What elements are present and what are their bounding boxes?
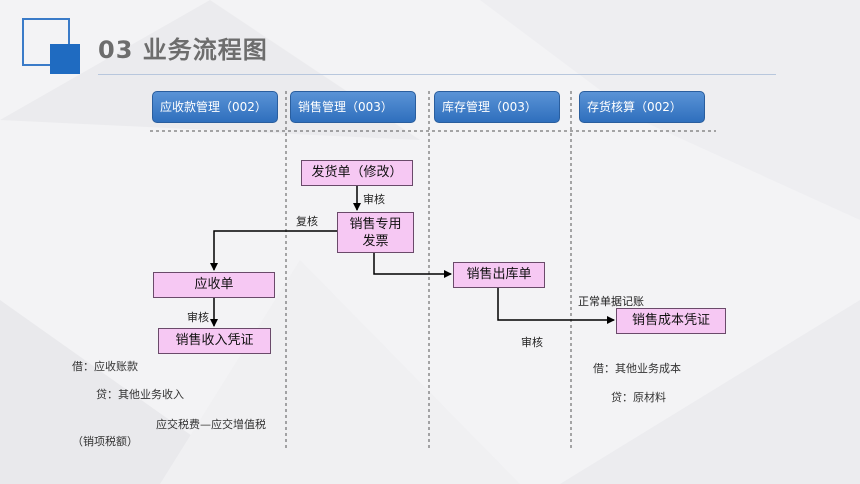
node-chuku: 销售出库单	[453, 262, 545, 288]
edge-label-jizhang: 正常单据记账	[578, 295, 644, 308]
node-yingshoudan: 应收单	[153, 272, 275, 298]
edge-fapiao-to-yingshoudan	[210, 230, 337, 271]
lane-header-inventory: 库存管理（003）	[434, 91, 560, 123]
title-divider	[98, 74, 776, 75]
edge-chuku-to-chengben	[497, 288, 615, 324]
node-shouru-pingzheng: 销售收入凭证	[158, 328, 271, 354]
edge-label-shenhe-2: 审核	[187, 311, 209, 324]
edge-label-shenhe-3: 审核	[521, 336, 543, 349]
node-xiaoshou-fapiao: 销售专用 发票	[337, 212, 414, 253]
note-tax-sub: （销项税额）	[72, 435, 138, 448]
edge-label-shenhe-1: 审核	[363, 193, 385, 206]
node-chengben-pingzheng: 销售成本凭证	[616, 308, 726, 334]
corner-square-outline	[22, 18, 70, 66]
corner-square-fill	[50, 44, 80, 74]
edge-fapiao-to-chuku	[373, 253, 452, 278]
note-cost-credit: 贷：原材料	[611, 391, 666, 404]
note-income-debit: 借：应收账款	[72, 360, 138, 373]
slide-title: 03 业务流程图	[98, 36, 268, 64]
lane-header-receivables: 应收款管理（002）	[152, 91, 278, 123]
edge-label-fuhe: 复核	[296, 215, 318, 228]
note-cost-debit: 借：其他业务成本	[593, 362, 681, 375]
lane-header-sales: 销售管理（003）	[290, 91, 416, 123]
node-fahuodan: 发货单（修改）	[301, 160, 413, 186]
node-xiaoshou-fapiao-line2: 发票	[362, 234, 389, 249]
note-tax: 应交税费—应交增值税	[156, 418, 266, 431]
lane-header-costing: 存货核算（002）	[579, 91, 705, 123]
note-income-credit: 贷：其他业务收入	[96, 388, 184, 401]
node-xiaoshou-fapiao-line1: 销售专用	[349, 217, 402, 232]
